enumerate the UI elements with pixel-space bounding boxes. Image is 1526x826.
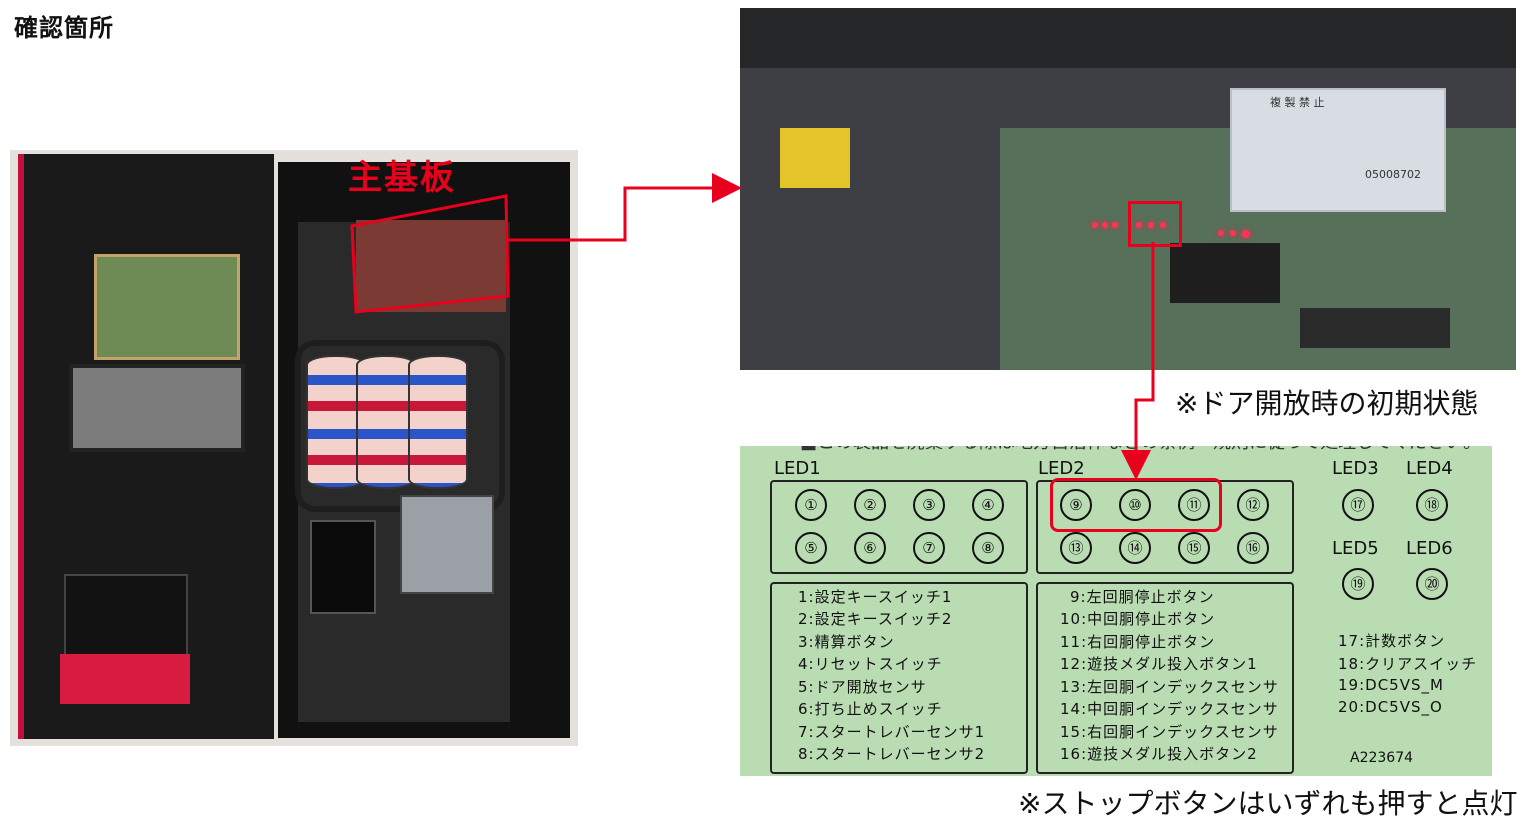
door-circuit-board [94,254,240,360]
board-top-bezel [740,8,1516,68]
led-circle-16: ⑯ [1237,532,1269,564]
list-item: 10:中回胴停止ボタン [1060,610,1216,628]
list-item: 5:ドア開放センサ [798,678,927,696]
list-item: 2:設定キースイッチ2 [798,610,953,628]
led2-highlight [1050,478,1222,532]
list-item: 12:遊技メダル投入ボタン1 [1060,655,1258,673]
list-item: 13:左回胴インデックスセンサ [1060,678,1279,696]
led5-title: LED5 [1332,538,1379,559]
main-board-case [356,220,506,312]
led-circle-17: ⑰ [1342,489,1374,521]
cabinet-door [18,154,274,739]
led-indicator [1160,222,1166,228]
led2-title: LED2 [1038,458,1085,479]
board-chip [1300,308,1450,348]
led-circle-1: ① [795,489,827,521]
led-circle-5: ⑤ [795,532,827,564]
led1-list-box [770,582,1028,774]
led-circle-18: ⑱ [1416,489,1448,521]
led-circle-2: ② [854,489,886,521]
seal-sticker [1230,88,1446,212]
list-item: 20:DC5VS_O [1338,698,1443,716]
led-indicator [1148,222,1154,228]
led-indicator [1136,222,1142,228]
led-circle-4: ④ [972,489,1004,521]
led-circle-8: ⑧ [972,532,1004,564]
led1-box [770,480,1028,574]
list-item: 18:クリアスイッチ [1338,655,1478,673]
stop-note: ※ストップボタンはいずれも押すと点灯 [1018,787,1518,820]
led-indicator [1112,222,1118,228]
medal-hopper [400,495,494,594]
led-indicator [1102,222,1108,228]
list-item: 14:中回胴インデックスセンサ [1060,700,1279,718]
list-item: 19:DC5VS_M [1338,676,1444,694]
seal-number: 05008702 [1365,168,1421,181]
led-circle-12: ⑫ [1237,489,1269,521]
led3-title: LED3 [1332,458,1379,479]
led-circle-9: ⑨ [1060,489,1092,521]
led-circle-14: ⑭ [1119,532,1151,564]
medal-tray [60,654,190,704]
led-circle-15: ⑮ [1178,532,1210,564]
page-title: 確認箇所 [14,14,114,42]
list-item: 7:スタートレバーセンサ1 [798,723,986,741]
list-item: 6:打ち止めスイッチ [798,700,943,718]
list-item: 16:遊技メダル投入ボタン2 [1060,745,1258,763]
list-item: 4:リセットスイッチ [798,655,943,673]
led2-box [1036,480,1294,574]
led-circle-10: ⑩ [1119,489,1151,521]
led-indicator [1230,230,1236,236]
door-display-window [69,364,245,452]
led4-title: LED4 [1406,458,1453,479]
led-circle-6: ⑥ [854,532,886,564]
list-item: 9:左回胴停止ボタン [1070,588,1215,606]
led-indicator [1242,230,1250,238]
board-chip [1170,243,1280,303]
led-circle-20: ⑳ [1416,568,1448,600]
led-circle-3: ③ [913,489,945,521]
seal-text: 複 製 禁 止 [1270,96,1325,109]
main-board-photo: 複 製 禁 止 05008702 [740,8,1516,370]
reel-center [356,355,416,489]
slot-machine-photo [10,150,578,746]
led2-list-box [1036,582,1294,774]
list-item: 17:計数ボタン [1338,632,1446,650]
list-item: 3:精算ボタン [798,633,895,651]
list-item: 8:スタートレバーセンサ2 [798,745,986,763]
led-circle-19: ⑲ [1342,568,1374,600]
label-code: A223674 [1350,750,1414,766]
reel-right [408,355,468,489]
list-item: 11:右回胴停止ボタン [1060,633,1216,651]
power-unit [310,520,376,614]
door-speaker-panel [64,574,188,668]
label-top-text: ■この製品を廃棄する際は地方自治体などの条例・規則に従って処理してください。 [800,446,1481,454]
led2-highlight-photo [1128,201,1182,247]
led-circle-11: ⑪ [1178,489,1210,521]
led6-title: LED6 [1406,538,1453,559]
led-indicator [1092,222,1098,228]
led1-title: LED1 [774,458,821,479]
list-item: 1:設定キースイッチ1 [798,588,953,606]
led-indicator [1218,230,1224,236]
led-circle-7: ⑦ [913,532,945,564]
led-label-panel: ■この製品を廃棄する際は地方自治体などの条例・規則に従って処理してください。 L… [740,446,1492,776]
main-board-label: 主基板 [348,158,456,198]
led-circle-13: ⑬ [1060,532,1092,564]
door-open-note: ※ドア開放時の初期状態 [1175,387,1479,420]
list-item: 15:右回胴インデックスセンサ [1060,723,1279,741]
yellow-connector [780,128,850,188]
